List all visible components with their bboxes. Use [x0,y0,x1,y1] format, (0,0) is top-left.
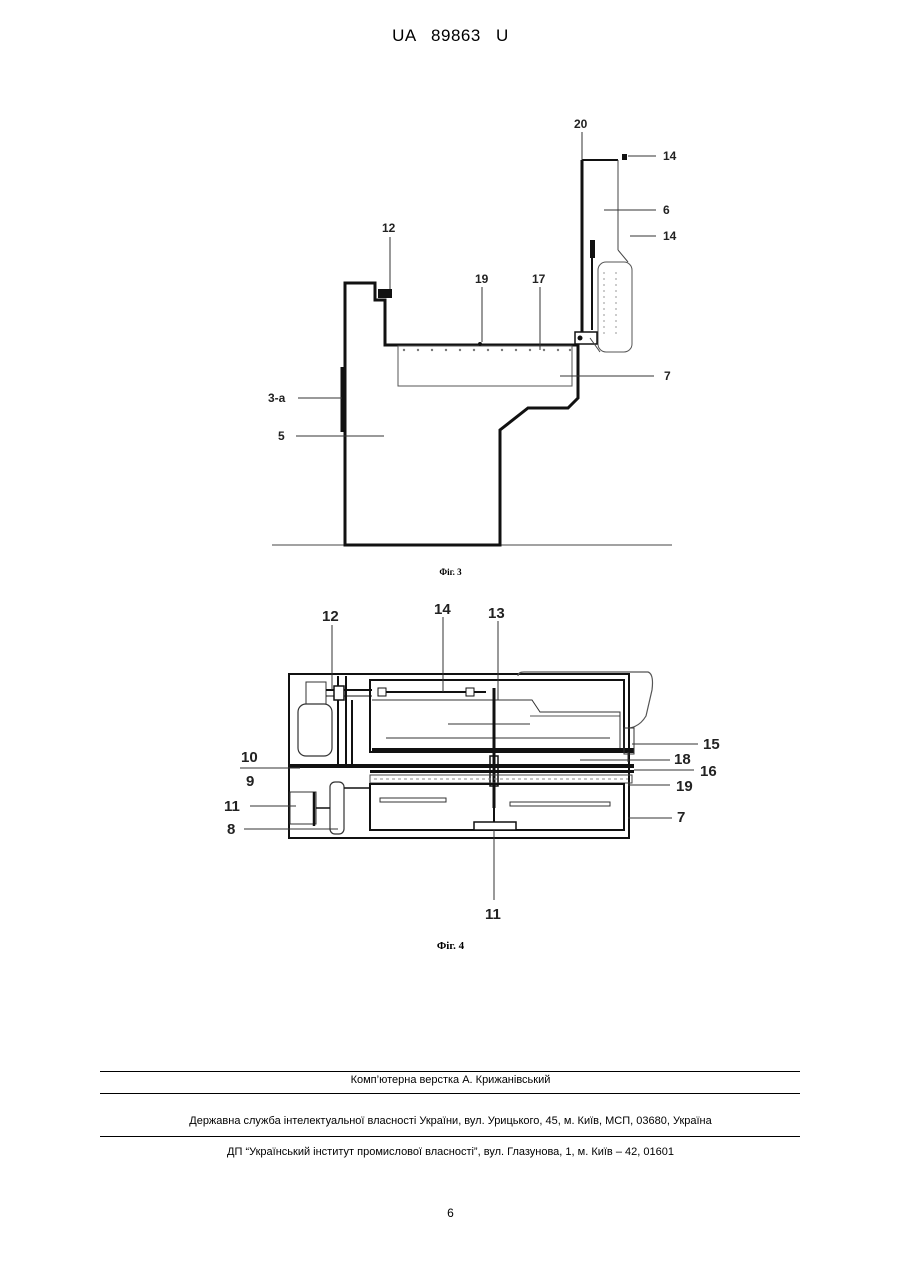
footer-institute: ДП “Український інститут промислової вла… [0,1146,901,1158]
fig4-label-14: 14 [434,601,451,618]
fig4-label-19: 19 [676,778,693,795]
footer-rule-bottom [100,1136,800,1137]
fig4-label-10: 10 [241,749,258,766]
fig4-label-13: 13 [488,605,505,622]
fig4-label-15: 15 [703,736,720,753]
page-number: 6 [0,1206,901,1220]
fig4-label-16: 16 [700,763,717,780]
footer-layout-credit: Комп’ютерна верстка А. Крижанівський [0,1074,901,1086]
fig4-label-12: 12 [322,608,339,625]
footer-rule-middle [100,1093,800,1094]
footer-rule-top [100,1071,800,1072]
footer-agency: Державна служба інтелектуальної власност… [0,1115,901,1127]
fig4-label-18: 18 [674,751,691,768]
fig4-label-7: 7 [677,809,685,826]
fig4-label-11-left: 11 [224,798,240,815]
fig4-label-11-bottom: 11 [485,906,501,923]
figure-4-caption: Фіг. 4 [0,940,901,952]
fig4-label-9: 9 [246,773,254,790]
fig4-label-8: 8 [227,821,235,838]
